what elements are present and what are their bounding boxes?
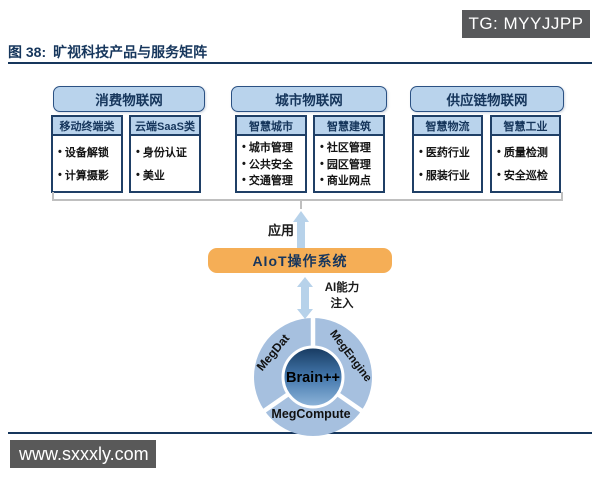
application-label: 应用 bbox=[267, 223, 294, 238]
subbox-mobile-terminal: 移动终端类 设备解锁 计算摄影 bbox=[51, 115, 123, 193]
aiot-os-label: AIoT操作系统 bbox=[252, 252, 348, 269]
double-arrow-down-icon bbox=[297, 309, 313, 319]
subbox-smart-logistics: 智慧物流 医药行业 服装行业 bbox=[412, 115, 483, 193]
subbox-header: 移动终端类 bbox=[53, 117, 121, 136]
double-arrow-up-icon bbox=[297, 277, 313, 287]
subbox-item-list: 城市管理 公共安全 交通管理 bbox=[237, 136, 305, 191]
list-item: 身份认证 bbox=[136, 144, 198, 160]
subbox-item-list: 身份认证 美业 bbox=[131, 136, 199, 191]
wheel-segment-label-megcompute: MegCompute bbox=[271, 407, 350, 421]
subbox-item-list: 医药行业 服装行业 bbox=[414, 136, 481, 191]
subbox-header: 智慧物流 bbox=[414, 117, 481, 136]
subbox-item-list: 社区管理 园区管理 商业网点 bbox=[315, 136, 383, 191]
subbox-header: 智慧城市 bbox=[237, 117, 305, 136]
up-arrow-icon bbox=[293, 211, 309, 222]
subbox-header: 智慧建筑 bbox=[315, 117, 383, 136]
subbox-smart-industry: 智慧工业 质量检测 安全巡检 bbox=[490, 115, 561, 193]
list-item: 商业网点 bbox=[320, 172, 382, 188]
subbox-header: 云端SaaS类 bbox=[131, 117, 199, 136]
list-item: 交通管理 bbox=[242, 172, 304, 188]
bracket-center-tick bbox=[300, 201, 302, 209]
double-arrow-shaft bbox=[301, 286, 309, 310]
title-divider-line bbox=[8, 62, 592, 64]
subbox-item-list: 设备解锁 计算摄影 bbox=[53, 136, 121, 191]
list-item: 城市管理 bbox=[242, 139, 304, 155]
category-label: 供应链物联网 bbox=[446, 93, 528, 108]
list-item: 服装行业 bbox=[419, 167, 480, 183]
category-box-supply-chain-iot: 供应链物联网 bbox=[410, 86, 564, 112]
bracket-line bbox=[52, 199, 563, 201]
subbox-smart-city: 智慧城市 城市管理 公共安全 交通管理 bbox=[235, 115, 307, 193]
tg-watermark-badge: TG: MYYJJPP bbox=[462, 10, 590, 38]
ai-capability-label: AI能力 注入 bbox=[316, 281, 368, 312]
bracket-left-tick bbox=[52, 192, 54, 201]
bracket-right-tick bbox=[561, 192, 563, 201]
category-label: 城市物联网 bbox=[275, 93, 343, 108]
category-label: 消费物联网 bbox=[95, 93, 163, 108]
figure-title-row: 图 38: 旷视科技产品与服务矩阵 bbox=[8, 42, 207, 62]
list-item: 设备解锁 bbox=[58, 144, 120, 160]
site-watermark-text: www.sxxxly.com bbox=[19, 443, 149, 464]
ai-capability-line1: AI能力 bbox=[324, 282, 360, 294]
site-watermark-badge: www.sxxxly.com bbox=[10, 440, 156, 468]
figure-title-text: 旷视科技产品与服务矩阵 bbox=[53, 44, 208, 60]
up-arrow-shaft bbox=[297, 221, 305, 249]
subbox-header: 智慧工业 bbox=[492, 117, 559, 136]
ai-capability-line2: 注入 bbox=[330, 297, 354, 310]
list-item: 美业 bbox=[136, 167, 198, 183]
brainpp-wheel: MegDat MegEngine MegCompute Brain++ bbox=[254, 317, 374, 436]
subbox-cloud-saas: 云端SaaS类 身份认证 美业 bbox=[129, 115, 201, 193]
tg-watermark-text: TG: MYYJJPP bbox=[468, 14, 584, 33]
figure-number-label: 图 38: bbox=[8, 44, 47, 60]
category-box-consumer-iot: 消费物联网 bbox=[53, 86, 205, 112]
category-box-city-iot: 城市物联网 bbox=[231, 86, 387, 112]
aiot-os-box: AIoT操作系统 bbox=[208, 248, 392, 273]
list-item: 公共安全 bbox=[242, 156, 304, 172]
subbox-item-list: 质量检测 安全巡检 bbox=[492, 136, 559, 191]
brainpp-core-label: Brain++ bbox=[286, 370, 340, 386]
wheel-core-circle bbox=[281, 345, 345, 409]
list-item: 安全巡检 bbox=[497, 167, 558, 183]
list-item: 社区管理 bbox=[320, 139, 382, 155]
list-item: 质量检测 bbox=[497, 144, 558, 160]
subbox-smart-building: 智慧建筑 社区管理 园区管理 商业网点 bbox=[313, 115, 385, 193]
list-item: 计算摄影 bbox=[58, 167, 120, 183]
list-item: 园区管理 bbox=[320, 156, 382, 172]
list-item: 医药行业 bbox=[419, 144, 480, 160]
